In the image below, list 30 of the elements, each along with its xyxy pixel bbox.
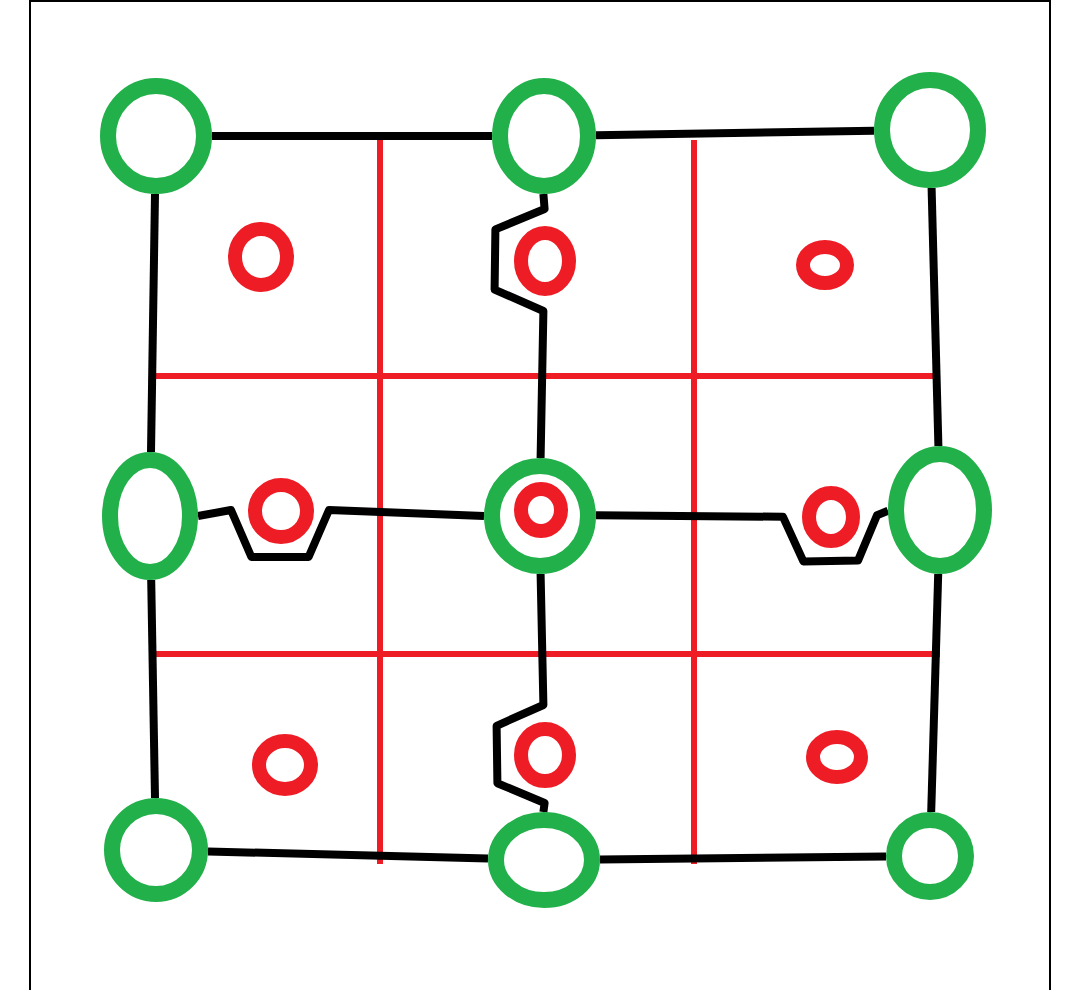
- connector-line: [927, 187, 943, 447]
- ring-circle: [492, 78, 596, 194]
- ring-circle: [104, 798, 208, 902]
- ring-circle: [888, 446, 992, 574]
- ring-circle: [251, 733, 317, 795]
- connector-line: [490, 193, 549, 459]
- connector-line: [147, 579, 159, 799]
- ring-circle: [805, 729, 867, 783]
- ring-circle: [874, 72, 986, 188]
- ring-circle: [513, 225, 575, 295]
- connector-line: [147, 193, 159, 453]
- connector-line: [595, 126, 875, 140]
- ring-circle: [513, 721, 575, 787]
- ring-circle: [227, 221, 293, 291]
- connector-line: [599, 852, 887, 864]
- ring-circle: [484, 458, 596, 574]
- connector-line: [492, 573, 549, 813]
- ring-circle: [801, 485, 859, 547]
- connector-line: [197, 506, 485, 561]
- ring-circle: [886, 812, 974, 900]
- ring-circle: [100, 78, 212, 194]
- connector-line: [212, 132, 492, 140]
- ring-circle: [513, 482, 567, 538]
- connector-line: [207, 847, 489, 863]
- ring-circle: [102, 452, 198, 580]
- ring-circle: [247, 477, 313, 543]
- connector-line: [595, 507, 890, 566]
- ring-circle: [795, 239, 853, 289]
- ring-circle: [488, 812, 600, 908]
- connector-line: [927, 573, 943, 813]
